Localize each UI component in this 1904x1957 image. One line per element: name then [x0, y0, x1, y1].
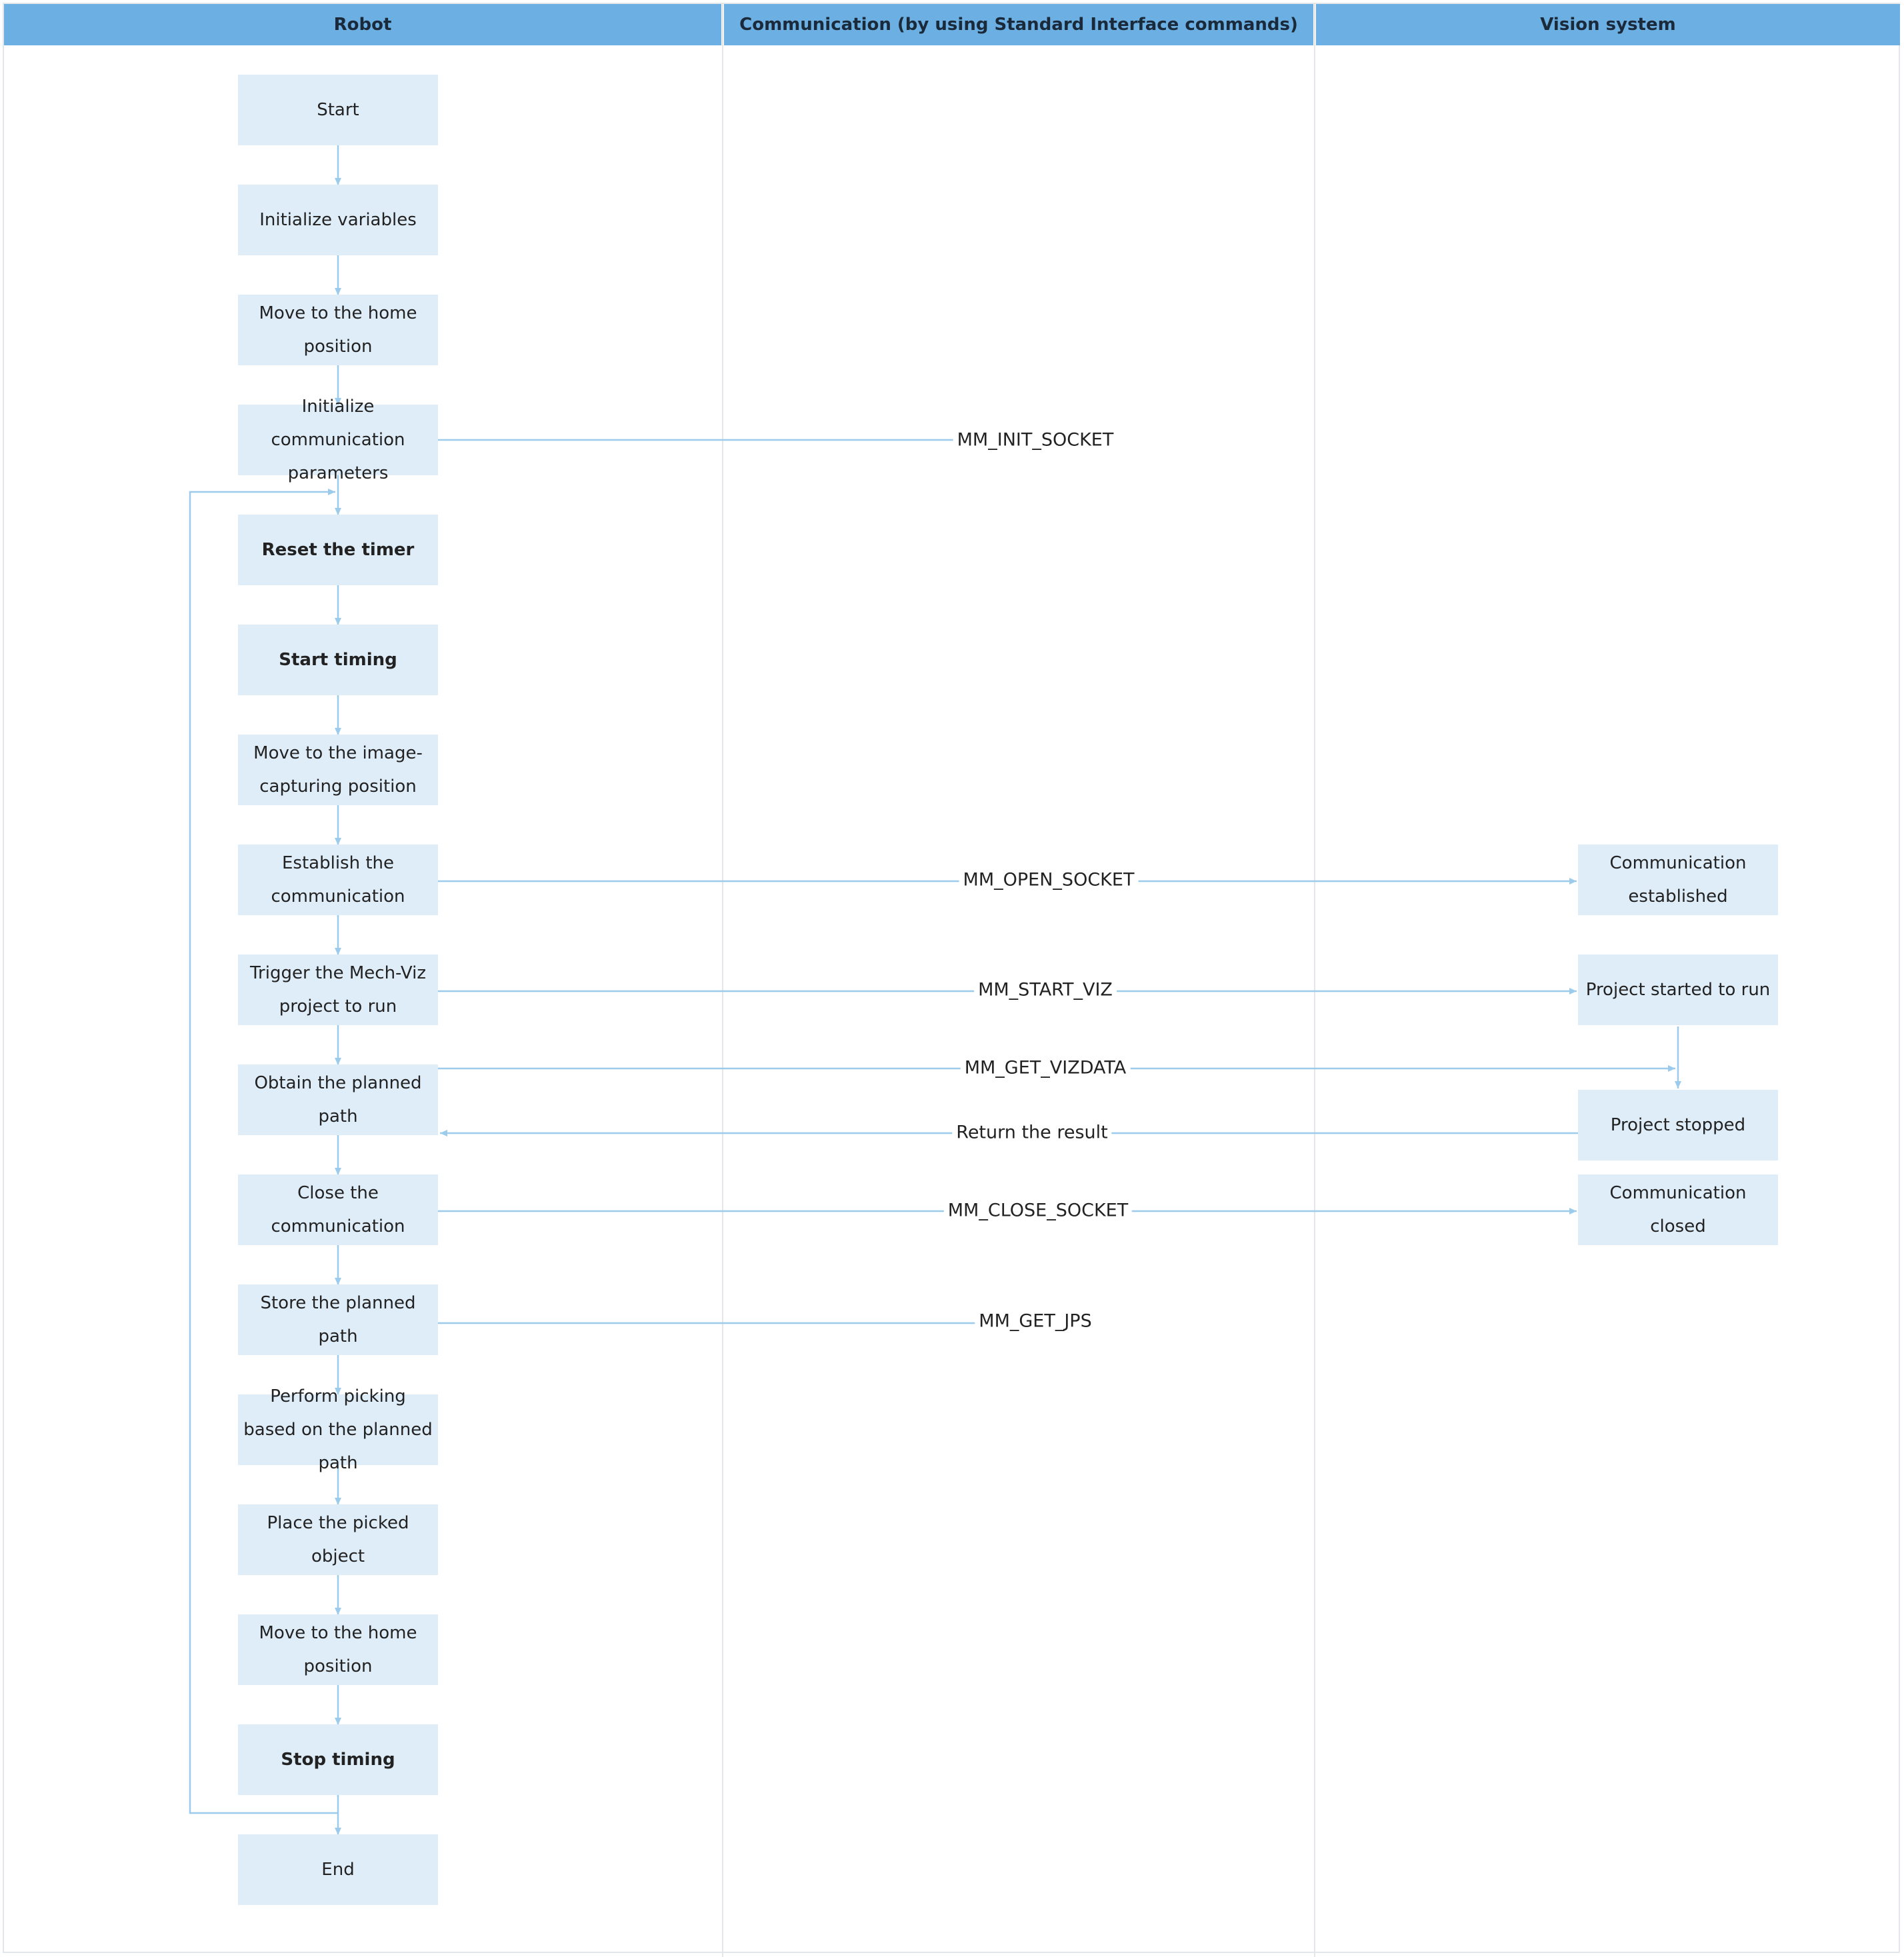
step-establish-communication: Establish the communication	[238, 845, 438, 915]
step-move-home: Move to the home position	[238, 295, 438, 365]
loop-back-arrow	[189, 489, 338, 1814]
lane-divider	[722, 4, 723, 1957]
vision-project-started: Project started to run	[1578, 955, 1778, 1025]
step-initialize-variables: Initialize variables	[238, 185, 438, 255]
vision-communication-closed: Communication closed	[1578, 1174, 1778, 1245]
lane-header-communication: Communication (by using Standard Interfa…	[724, 4, 1313, 45]
step-trigger-mech-viz: Trigger the Mech-Viz project to run	[238, 955, 438, 1025]
lane-header-vision-system: Vision system	[1316, 4, 1900, 45]
step-reset-timer: Reset the timer	[238, 515, 438, 585]
message-mm-open-socket: MM_OPEN_SOCKET	[959, 869, 1139, 891]
step-place-object: Place the picked object	[238, 1504, 438, 1575]
step-move-image-capturing: Move to the image-capturing position	[238, 735, 438, 805]
lane-header-robot: Robot	[4, 4, 721, 45]
step-move-home-again: Move to the home position	[238, 1614, 438, 1685]
step-obtain-planned-path: Obtain the planned path	[238, 1064, 438, 1135]
vision-project-stopped: Project stopped	[1578, 1090, 1778, 1160]
step-start: Start	[238, 75, 438, 145]
step-start-timing: Start timing	[238, 625, 438, 695]
message-mm-start-viz: MM_START_VIZ	[974, 979, 1117, 1000]
step-perform-picking: Perform picking based on the planned pat…	[238, 1386, 438, 1473]
step-stop-timing: Stop timing	[238, 1724, 438, 1795]
message-mm-close-socket: MM_CLOSE_SOCKET	[943, 1200, 1133, 1221]
step-store-planned-path: Store the planned path	[238, 1284, 438, 1355]
message-mm-init-socket: MM_INIT_SOCKET	[953, 429, 1118, 451]
lane-divider	[1314, 4, 1315, 1957]
diagram-border	[3, 3, 1900, 1953]
message-return-result: Return the result	[952, 1122, 1112, 1143]
step-init-communication: Initialize communication parameters	[238, 397, 438, 483]
vision-communication-established: Communication established	[1578, 845, 1778, 915]
message-mm-get-vizdata: MM_GET_VIZDATA	[960, 1057, 1131, 1078]
message-mm-get-jps: MM_GET_JPS	[975, 1310, 1096, 1332]
step-close-communication: Close the communication	[238, 1174, 438, 1245]
step-end: End	[238, 1834, 438, 1905]
